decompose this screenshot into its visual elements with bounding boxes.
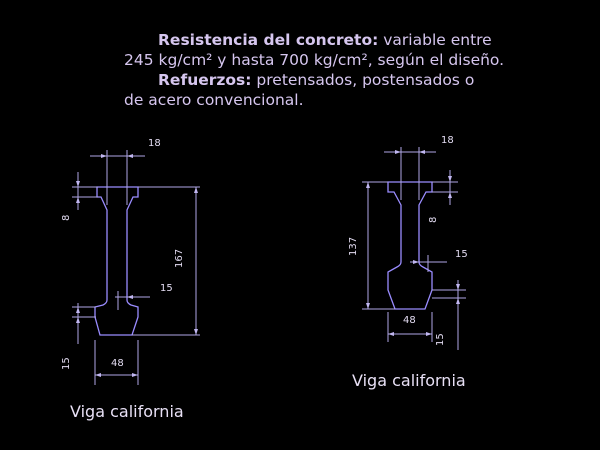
beam-right-section-outline xyxy=(387,181,433,310)
beam-right-height-label: 137 xyxy=(348,237,359,256)
beam-left-fillet-label: 15 xyxy=(160,283,173,294)
beam-right-bottom-label: 15 xyxy=(435,333,446,346)
beam-right-fillet-label: 15 xyxy=(455,249,468,260)
intro-line-4: de acero convencional. xyxy=(124,91,304,109)
beam-left-web-label: 18 xyxy=(148,138,161,149)
reinforcement-label: Refuerzos: xyxy=(158,71,252,89)
beam-right: 18 8 137 15 15 48 Viga califor xyxy=(348,135,468,390)
beam-left-flange-label: 8 xyxy=(61,215,72,221)
beam-right-caption: Viga california xyxy=(352,371,466,390)
beam-left-height-label: 167 xyxy=(174,249,185,268)
beam-left-base-label: 48 xyxy=(111,358,124,369)
beam-right-base-label: 48 xyxy=(403,315,416,326)
concrete-strength-label: Resistencia del concreto: xyxy=(158,31,379,49)
beam-left-section-outline xyxy=(94,186,139,336)
beam-left: 18 8 167 15 15 48 Viga califor xyxy=(61,138,200,421)
beam-left-caption: Viga california xyxy=(70,402,184,421)
beam-left-bottom-label: 15 xyxy=(61,357,72,370)
intro-line-3: Refuerzos: pretensados, postensados o xyxy=(158,71,475,89)
intro-line-1: Resistencia del concreto: variable entre xyxy=(158,31,492,49)
intro-line-2: 245 kg/cm² y hasta 700 kg/cm², según el … xyxy=(124,51,505,69)
beam-right-web-label: 18 xyxy=(441,135,454,146)
beam-right-flange-label: 8 xyxy=(428,217,439,223)
